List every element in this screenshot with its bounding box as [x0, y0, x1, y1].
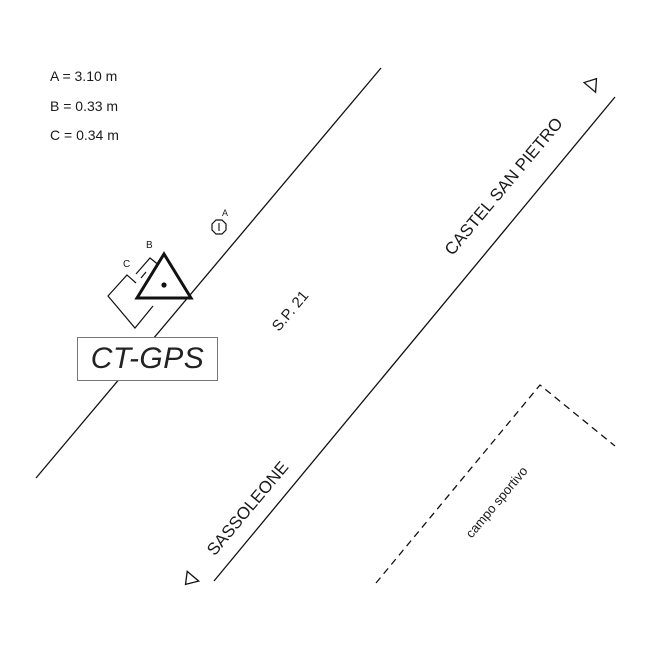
legend-c: C = 0.34 m	[50, 127, 119, 143]
road-edge-south	[213, 96, 616, 582]
measurement-legend: A = 3.10 m B = 0.33 m C = 0.34 m	[50, 62, 119, 151]
reference-marker-icon	[211, 219, 227, 235]
station-label: CT-GPS	[90, 342, 205, 375]
station-label-box: CT-GPS	[77, 337, 218, 381]
direction-label-sassoleone: SASSOLEONE	[203, 458, 292, 559]
sports-field-boundary	[375, 384, 616, 584]
dimension-mark-b: B	[146, 240, 153, 251]
dimension-mark-a: A	[222, 208, 228, 218]
road-edge-north	[35, 67, 382, 479]
road-name-label: S.P. 21	[269, 288, 312, 335]
warning-triangle-icon	[134, 251, 194, 300]
direction-label-castel-san-pietro: CASTEL SAN PIETRO	[441, 114, 567, 259]
direction-arrow-icon	[184, 570, 201, 586]
legend-b: B = 0.33 m	[50, 97, 119, 114]
direction-arrow-icon	[582, 77, 598, 94]
legend-a: A = 3.10 m	[50, 68, 118, 84]
sports-field-label: campo sportivo	[462, 464, 530, 541]
dimension-mark-c: C	[123, 259, 130, 270]
